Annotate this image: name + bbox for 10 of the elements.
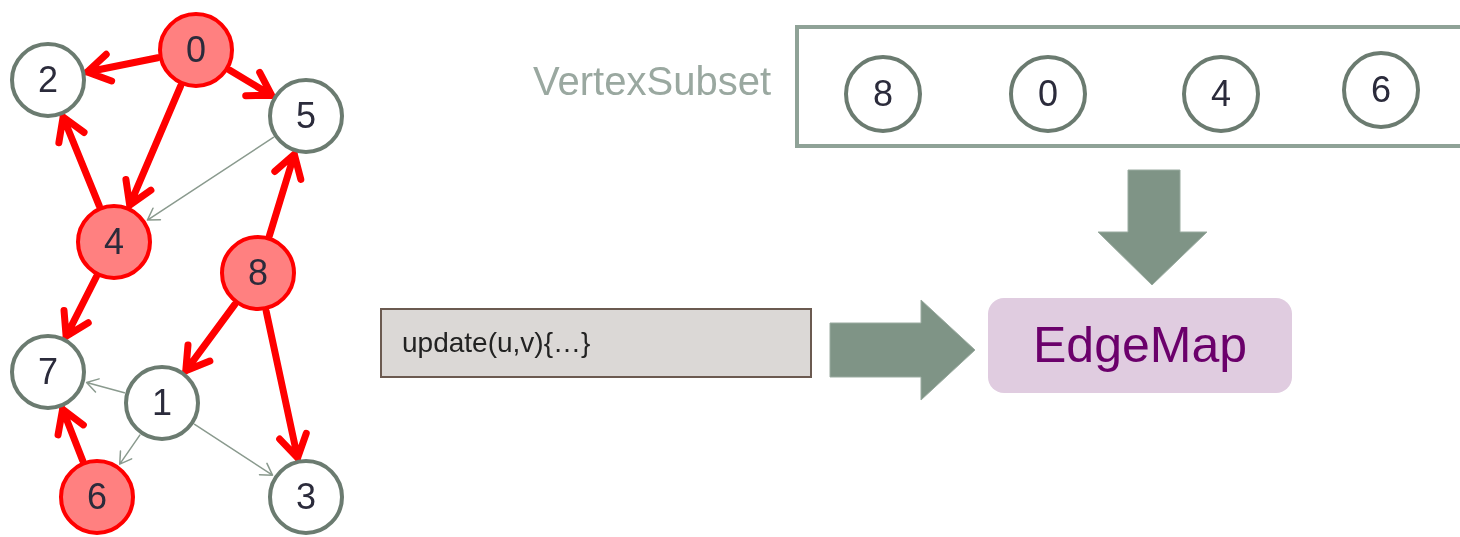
arrow <box>193 423 274 476</box>
block-arrow <box>829 299 976 401</box>
function-box: update(u,v){…} <box>380 308 812 378</box>
arrow <box>146 136 275 221</box>
vertex-subset-heading: VertexSubset <box>533 61 771 101</box>
edgemap-box: EdgeMap <box>988 298 1292 393</box>
arrow <box>85 378 126 394</box>
block-arrow <box>1097 169 1208 286</box>
arrow <box>182 300 239 375</box>
arrow <box>225 66 276 100</box>
